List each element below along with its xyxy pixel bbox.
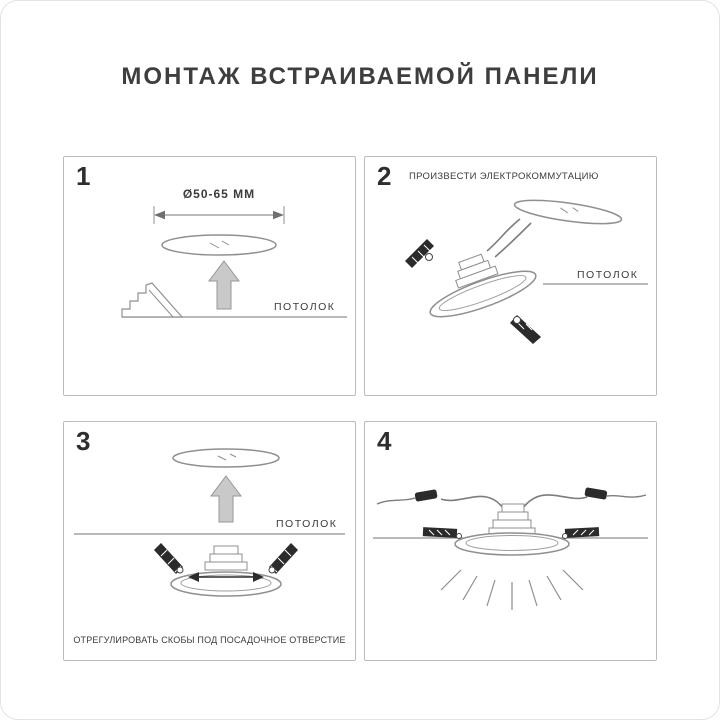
step-caption: ПРОИЗВЕСТИ ЭЛЕКТРОКОММУТАЦИЮ — [409, 171, 599, 182]
wire — [522, 487, 647, 509]
step1-illustration — [121, 206, 347, 318]
ceiling-label: ПОТОЛОК — [276, 518, 338, 530]
spring-clip-icon — [405, 239, 434, 268]
step-panel-3: 3 ПОТОЛОК ОТРЕГУЛИРОВАТЬ СКОБЫ ПОД ПОСАД… — [63, 421, 356, 661]
spring-clip-icon — [268, 543, 298, 574]
step-number: 2 — [377, 161, 392, 191]
wire — [486, 218, 532, 258]
ceiling-label: ПОТОЛОК — [577, 269, 639, 281]
cutter-blade-icon — [121, 282, 184, 318]
hole-dimension-label: Ø50-65 ММ — [182, 187, 256, 201]
spring-clip-icon — [154, 543, 184, 574]
step-panel-4: 4 — [364, 421, 657, 661]
wire — [376, 489, 504, 509]
dimension-arrows-icon — [153, 206, 285, 224]
light-rays-icon — [440, 569, 584, 610]
step-caption: ОТРЕГУЛИРОВАТЬ СКОБЫ ПОД ПОСАДОЧНОЕ ОТВЕ… — [73, 635, 346, 645]
step-panel-2: 2 ПРОИЗВЕСТИ ЭЛЕКТРОКОММУТАЦИЮ ПОТОЛОК — [364, 156, 657, 396]
up-arrow-icon — [208, 260, 240, 310]
step-number: 3 — [76, 426, 91, 456]
step4-illustration — [373, 487, 648, 610]
fixture-body-icon — [170, 545, 282, 597]
spring-clip-icon — [562, 527, 600, 539]
fixture-body-icon — [429, 253, 537, 318]
step-number: 1 — [76, 161, 91, 191]
recessed-panel-icon — [161, 234, 277, 256]
adjust-double-arrow-icon — [188, 572, 264, 582]
recessed-panel-icon — [172, 448, 280, 468]
step-number: 4 — [377, 426, 392, 456]
recessed-panel-icon — [513, 199, 623, 225]
wire-connector-icon — [584, 487, 608, 500]
wire-connector-icon — [414, 489, 438, 502]
fixture-body-icon — [454, 503, 570, 556]
ceiling-label: ПОТОЛОК — [274, 301, 336, 313]
spring-clip-icon — [422, 527, 462, 539]
step-panel-1: 1 Ø50-65 ММ ПОТОЛОК — [63, 156, 356, 396]
step2-illustration — [405, 199, 648, 344]
step3-illustration — [74, 448, 345, 597]
up-arrow-icon — [210, 475, 242, 523]
page-title: МОНТАЖ ВСТРАИВАЕМОЙ ПАНЕЛИ — [121, 63, 599, 90]
spring-clip-icon — [510, 315, 541, 344]
